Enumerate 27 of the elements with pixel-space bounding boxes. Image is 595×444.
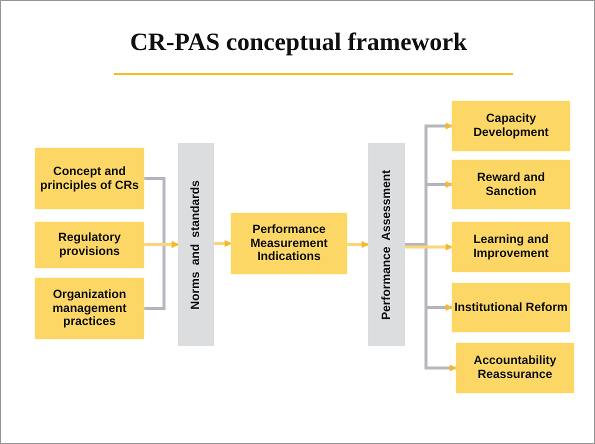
- process-box: [452, 283, 570, 332]
- node-label: Performance Assessment: [380, 170, 394, 320]
- stage-bar: [178, 143, 214, 346]
- process-box: [452, 160, 570, 209]
- process-box: [452, 101, 570, 151]
- node-label: Learning and Improvement: [472, 233, 550, 261]
- arrow: [347, 241, 369, 248]
- title: CR-PAS conceptual framework: [129, 29, 468, 57]
- process-box: [452, 222, 570, 272]
- node-label: Organization management practices: [51, 288, 128, 330]
- process-box: [456, 343, 574, 393]
- process-box: [35, 278, 144, 339]
- arrow: [144, 241, 179, 248]
- arrow: [405, 244, 453, 250]
- node-label: Institutional Reform: [454, 300, 568, 314]
- stage-bar: [368, 143, 405, 346]
- node-label: Norms and standards: [189, 180, 203, 310]
- process-box: [231, 213, 347, 274]
- process-box: [35, 222, 144, 268]
- node-label: Reward and Sanction: [476, 170, 546, 198]
- process-box: [35, 148, 144, 209]
- node-label: Performance Measurement Indications: [249, 222, 329, 264]
- node-label: Regulatory provisions: [57, 231, 122, 259]
- arrow: [214, 240, 232, 247]
- node-label: Concept and principles of CRs: [39, 164, 140, 192]
- node-label: Accountability Reassurance: [472, 354, 558, 382]
- node-label: Capacity Development: [472, 112, 550, 140]
